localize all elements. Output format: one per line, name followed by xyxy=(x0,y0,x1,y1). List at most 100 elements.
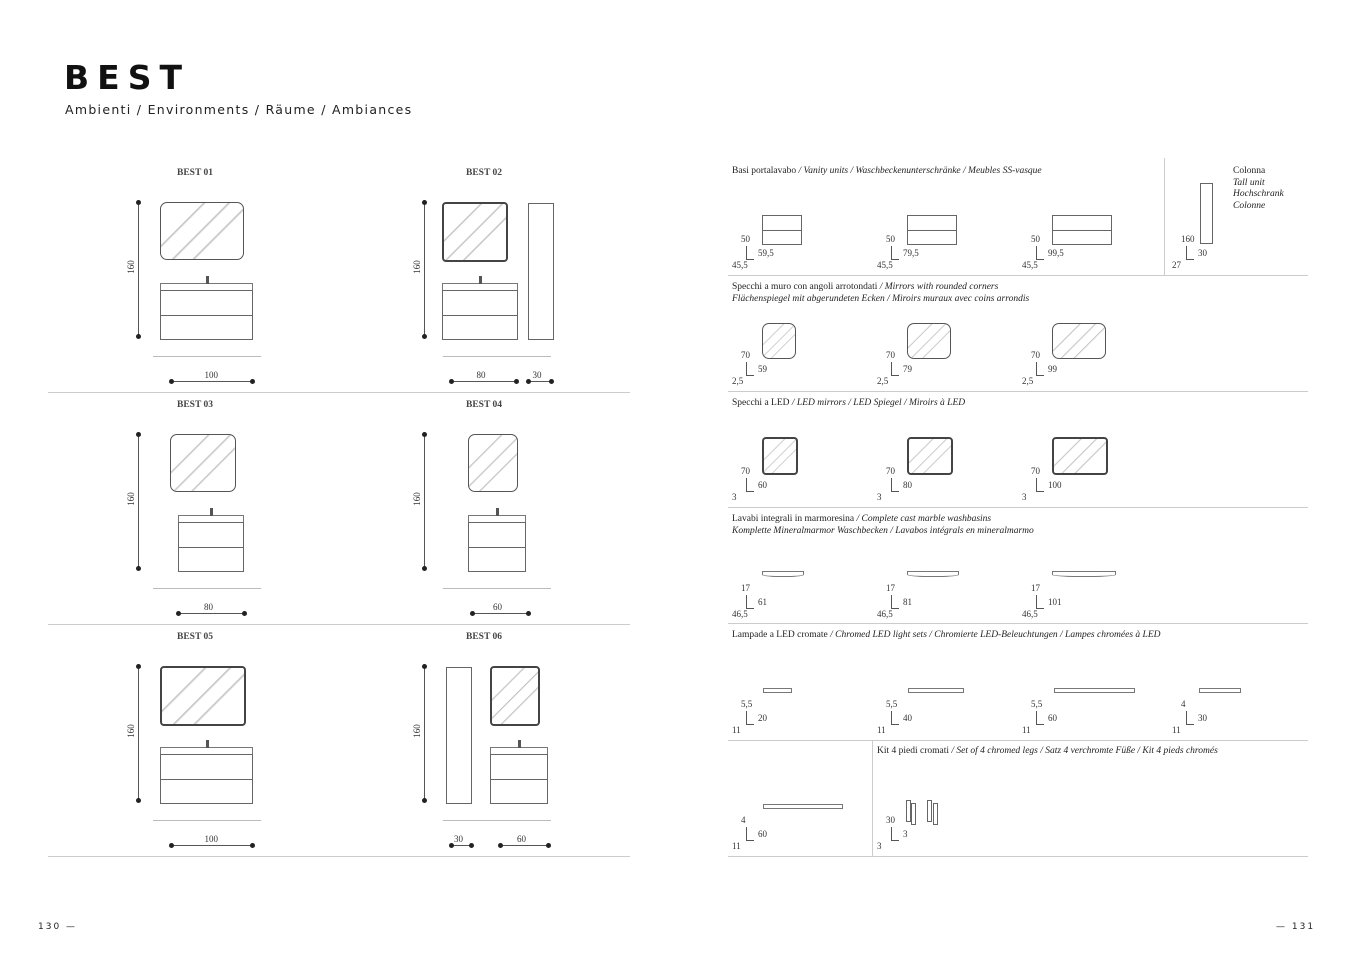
mirror-drawing xyxy=(442,202,508,262)
composition-title: BEST 06 xyxy=(466,632,502,642)
column-caption-line: Hochschrank xyxy=(1233,189,1284,199)
divider xyxy=(728,856,1308,857)
axis-up xyxy=(1186,711,1187,725)
dimension-height: 70 xyxy=(1031,350,1040,360)
dimension-width: 40 xyxy=(903,713,912,723)
tap-icon xyxy=(205,276,209,284)
caption-translations: Flächenspiegel mit abgerundeten Ecken / … xyxy=(732,293,1030,304)
axis-right xyxy=(746,608,754,609)
dimension-depth: 3 xyxy=(877,841,882,851)
axis-right xyxy=(1186,259,1194,260)
axis-up xyxy=(891,827,892,841)
dimension-width: 81 xyxy=(903,597,912,607)
width-label: 30 xyxy=(454,834,463,844)
width-dimension-line xyxy=(178,613,244,614)
dimension-depth: 46,5 xyxy=(732,609,748,619)
axis-up xyxy=(746,246,747,260)
composition-title: BEST 03 xyxy=(177,400,213,410)
dimension-height: 70 xyxy=(886,466,895,476)
axis-right xyxy=(1036,259,1044,260)
led-mirror-drawing xyxy=(907,437,953,475)
width-dimension-line xyxy=(528,381,551,382)
dimension-height: 17 xyxy=(886,583,895,593)
mirror-drawing xyxy=(1052,323,1106,359)
divider xyxy=(728,740,1308,741)
dimension-width: 79,5 xyxy=(903,248,919,258)
led-lamp-drawing xyxy=(1054,688,1135,693)
vanity-unit-drawing xyxy=(442,290,518,340)
axis-right xyxy=(891,724,899,725)
divider xyxy=(48,392,630,393)
width-dimension-line xyxy=(171,381,252,382)
height-label: 160 xyxy=(125,260,136,274)
section-caption: Lampade a LED cromate / Chromed LED ligh… xyxy=(732,630,1160,642)
dimension-dot xyxy=(169,379,174,384)
led-lamp-drawing xyxy=(1199,688,1241,693)
divider xyxy=(728,623,1308,624)
floor-line xyxy=(153,820,261,821)
dimension-height: 17 xyxy=(741,583,750,593)
dimension-dot xyxy=(169,843,174,848)
dimension-dot xyxy=(449,379,454,384)
caption-translations: / Mirrors with rounded corners xyxy=(877,282,999,292)
dimension-height: 4 xyxy=(1181,699,1186,709)
axis-right xyxy=(891,375,899,376)
mirror-drawing xyxy=(490,666,540,726)
divider xyxy=(728,507,1308,508)
axis-right xyxy=(1186,724,1194,725)
dimension-width: 100 xyxy=(1048,480,1062,490)
dimension-depth: 46,5 xyxy=(877,609,893,619)
dimension-dot xyxy=(136,334,141,339)
axis-right xyxy=(746,724,754,725)
caption-translations: / LED mirrors / LED Spiegel / Miroirs à … xyxy=(789,398,966,408)
dimension-width: 60 xyxy=(758,480,767,490)
dimension-dot xyxy=(449,843,454,848)
height-label: 160 xyxy=(411,724,422,738)
width-label: 60 xyxy=(517,834,526,844)
dimension-depth: 45,5 xyxy=(877,260,893,270)
caption-translations: / Set of 4 chromed legs / Satz 4 verchro… xyxy=(949,746,1218,756)
dimension-width: 61 xyxy=(758,597,767,607)
dimension-width: 79 xyxy=(903,364,912,374)
dimension-dot xyxy=(526,379,531,384)
axis-up xyxy=(891,362,892,376)
dimension-height: 70 xyxy=(741,466,750,476)
dimension-width: 30 xyxy=(1198,713,1207,723)
dimension-dot xyxy=(546,843,551,848)
caption-italian: Kit 4 piedi cromati xyxy=(877,746,950,756)
caption-italian: Specchi a LED xyxy=(732,398,790,408)
caption-translations: Komplette Mineralmarmor Waschbecken / La… xyxy=(732,525,1034,536)
vanity-unit-drawing xyxy=(160,754,253,804)
axis-right xyxy=(746,375,754,376)
dimension-height: 5,5 xyxy=(741,699,753,709)
tall-unit-drawing xyxy=(446,667,472,804)
mirror-drawing xyxy=(907,323,951,359)
height-dimension-line xyxy=(138,202,139,336)
dimension-depth: 45,5 xyxy=(1022,260,1038,270)
dimension-dot xyxy=(549,379,554,384)
led-lamp-drawing xyxy=(908,688,964,693)
led-lamp-drawing xyxy=(763,688,792,693)
mirror-drawing xyxy=(468,434,518,492)
dimension-width: 3 xyxy=(903,829,908,839)
led-mirror-drawing xyxy=(762,437,798,475)
vanity-unit-drawing xyxy=(762,215,802,245)
mirror-drawing xyxy=(160,202,244,260)
tall-unit-drawing xyxy=(528,203,554,340)
composition-title: BEST 04 xyxy=(466,400,502,410)
tap-icon xyxy=(210,508,213,516)
caption-italian: Lampade a LED cromate xyxy=(732,630,828,640)
height-label: 160 xyxy=(411,260,422,274)
dimension-height: 70 xyxy=(886,350,895,360)
dimension-width: 99 xyxy=(1048,364,1057,374)
floor-line xyxy=(443,356,551,357)
dimension-depth: 11 xyxy=(732,841,741,851)
dimension-dot xyxy=(250,379,255,384)
axis-right xyxy=(891,608,899,609)
column-caption-line: Tall unit xyxy=(1233,177,1265,188)
dimension-dot xyxy=(470,611,475,616)
section-caption: Kit 4 piedi cromati / Set of 4 chromed l… xyxy=(877,746,1218,758)
width-label: 100 xyxy=(204,834,219,844)
tap-icon xyxy=(518,740,521,748)
brand-title: BEST xyxy=(64,58,190,97)
